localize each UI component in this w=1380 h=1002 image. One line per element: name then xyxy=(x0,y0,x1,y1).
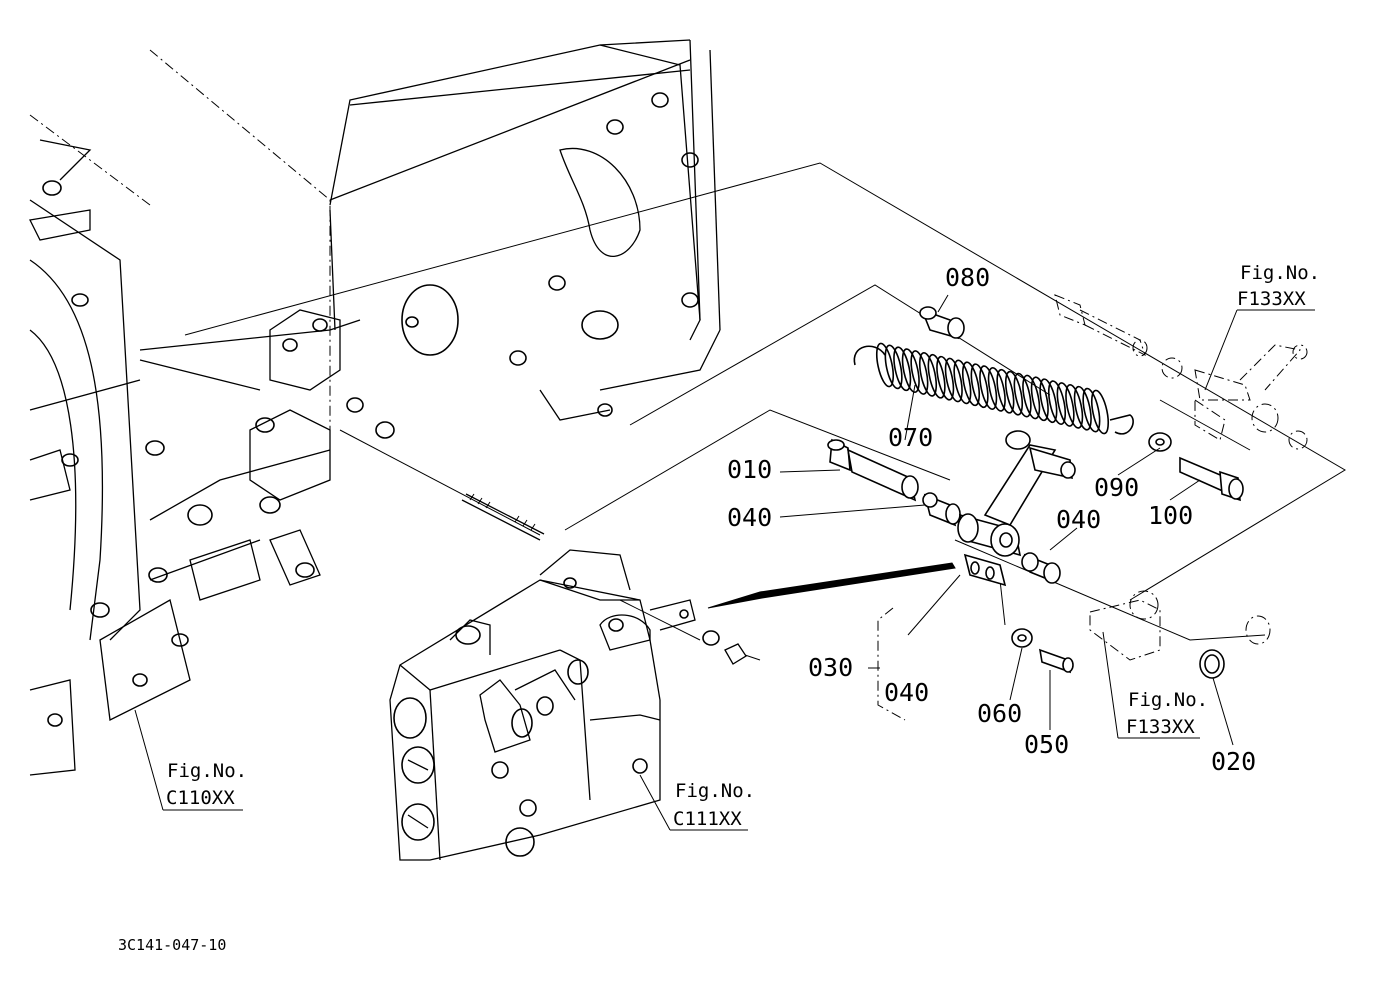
spring-coil xyxy=(927,353,946,399)
part-090-washer-drawing xyxy=(1148,432,1172,452)
spring-coil xyxy=(875,342,895,388)
part-050-pin-drawing xyxy=(1038,648,1074,674)
spring-coil xyxy=(1065,384,1084,429)
spring-coil xyxy=(884,344,903,390)
spring-coil xyxy=(1039,378,1058,424)
spring-coil xyxy=(1022,374,1041,420)
callout-070: 070 xyxy=(888,423,933,452)
spring-coil xyxy=(893,346,912,392)
threaded-rod-drawing xyxy=(461,493,545,541)
assembly-guide-lines xyxy=(184,162,1346,641)
spring-coil xyxy=(1090,389,1110,435)
fig-ref-c110: C110XX xyxy=(166,787,235,809)
part-020-snap-ring-drawing xyxy=(1199,615,1271,679)
callout-060: 060 xyxy=(977,699,1022,728)
part-callouts: 080 070 010 040 040 090 100 030 040 060 … xyxy=(727,263,1256,776)
spring-coil xyxy=(918,352,938,397)
spring-coil xyxy=(901,348,920,393)
part-060-washer-drawing xyxy=(1011,628,1033,648)
callout-080: 080 xyxy=(945,263,990,292)
drawing-number: 3C141-047-10 xyxy=(118,936,226,954)
fig-label-f133-bottom: Fig.No. xyxy=(1128,689,1208,711)
callout-100: 100 xyxy=(1148,501,1193,530)
spring-coil xyxy=(1047,380,1067,425)
spring-coil xyxy=(953,359,972,405)
part-080-collar-drawing xyxy=(919,306,965,340)
spring-coil xyxy=(1030,376,1049,422)
spring-coil xyxy=(1056,382,1075,427)
spring-coil xyxy=(987,367,1006,412)
part-100-bolt-drawing xyxy=(1179,456,1244,502)
spring-coil xyxy=(910,350,929,395)
spring-coil xyxy=(970,363,989,409)
spring-coil xyxy=(996,368,1015,414)
callout-090: 090 xyxy=(1094,473,1139,502)
fig-label-f133-top: Fig.No. xyxy=(1240,262,1320,284)
spring-coil xyxy=(936,355,955,401)
callout-030: 030 xyxy=(808,653,853,682)
part-010-pivot-pin-drawing xyxy=(827,438,919,502)
figure-references: Fig.No. F133XX Fig.No. F133XX Fig.No. C1… xyxy=(166,262,1320,830)
spring-coil xyxy=(1073,385,1092,431)
callout-040-left: 040 xyxy=(727,503,772,532)
fig-label-c111: Fig.No. xyxy=(675,780,755,802)
part-070-spring-drawing xyxy=(853,342,1134,435)
spring-coil xyxy=(1082,387,1101,433)
spring-coil xyxy=(1013,372,1032,418)
fig-ref-c111: C111XX xyxy=(673,808,742,830)
f133xx-reference-drawing xyxy=(1054,294,1308,661)
spring-coil xyxy=(979,365,998,410)
fig-label-c110: Fig.No. xyxy=(167,760,247,782)
transmission-housing-drawing xyxy=(29,39,721,776)
callout-050: 050 xyxy=(1024,730,1069,759)
spring-coil xyxy=(961,361,981,407)
leader-lines xyxy=(134,294,1315,831)
fig-ref-f133-bottom: F133XX xyxy=(1126,716,1195,738)
spring-coil xyxy=(944,357,963,403)
part-040-bushing-left-drawing xyxy=(922,492,961,527)
fig-ref-f133-top: F133XX xyxy=(1237,288,1306,310)
spring-coil xyxy=(1004,370,1024,416)
part-040-bushing-right-drawing xyxy=(1021,552,1061,584)
part-030-lever-drawing xyxy=(957,430,1076,587)
callout-040-sub: 040 xyxy=(884,678,929,707)
link-arrow xyxy=(707,562,956,609)
control-valve-drawing xyxy=(389,549,761,861)
callout-020: 020 xyxy=(1211,747,1256,776)
callout-040-right: 040 xyxy=(1056,505,1101,534)
callout-010: 010 xyxy=(727,455,772,484)
